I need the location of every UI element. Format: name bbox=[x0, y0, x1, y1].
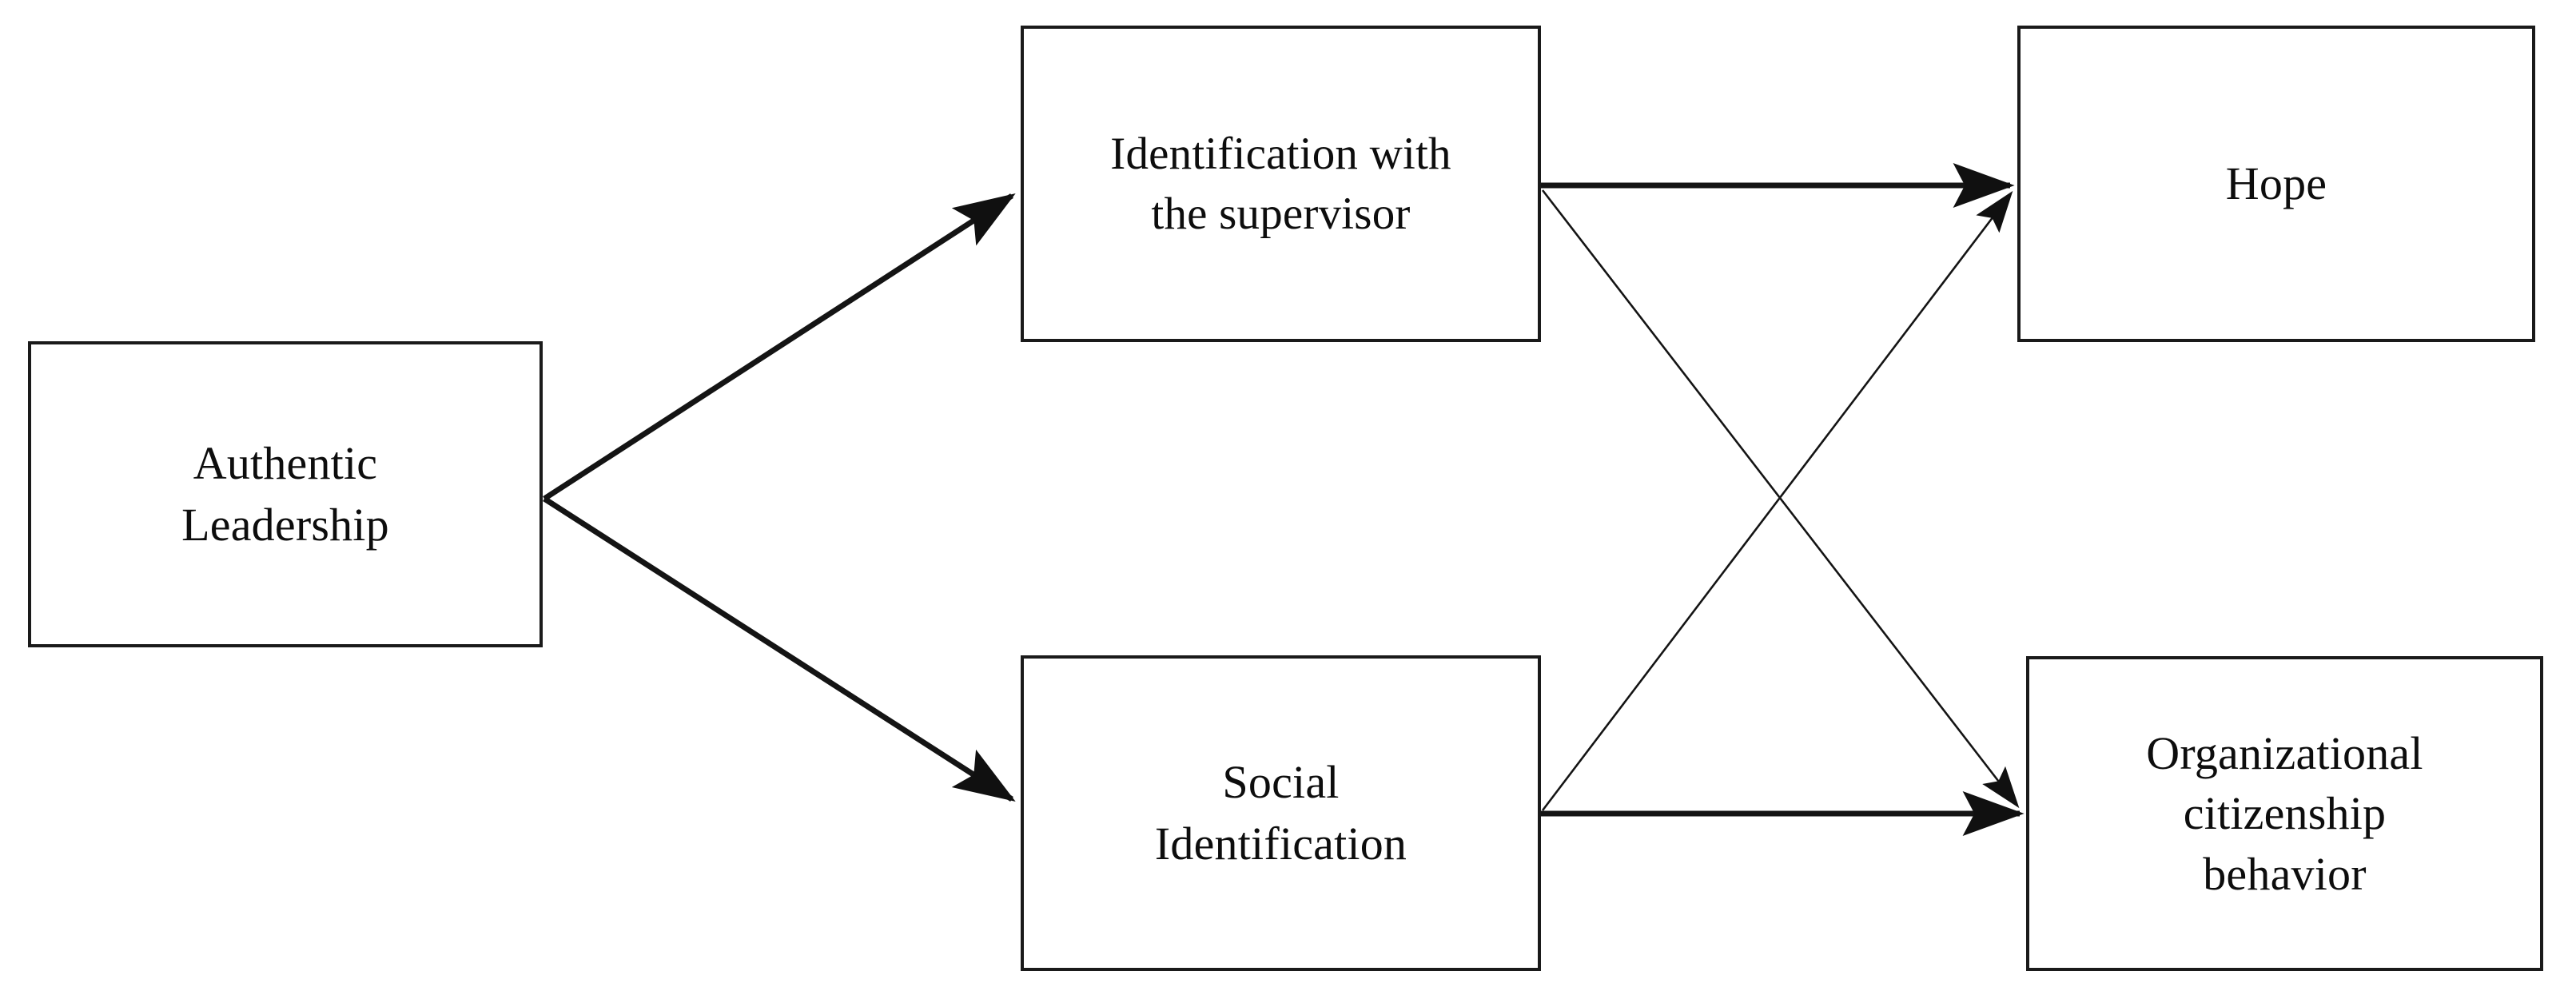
edge-al-to-social-identification bbox=[543, 496, 1016, 802]
node-label-authentic-leadership: Authentic Leadership bbox=[181, 436, 389, 551]
node-label-ocb: Organizational citizenship behavior bbox=[2146, 726, 2423, 900]
node-identification-supervisor: Identification with the supervisor bbox=[1021, 26, 1541, 342]
node-hope: Hope bbox=[2017, 26, 2535, 342]
node-label-identification-supervisor: Identification with the supervisor bbox=[1110, 128, 1451, 239]
node-ocb: Organizational citizenship behavior bbox=[2026, 656, 2543, 971]
node-label-hope: Hope bbox=[2225, 157, 2327, 209]
node-label-social-identification: Social Identification bbox=[1154, 755, 1407, 870]
node-social-identification: Social Identification bbox=[1021, 655, 1541, 971]
edge-social-identification-to-hope bbox=[1541, 190, 2013, 811]
node-authentic-leadership: Authentic Leadership bbox=[28, 341, 543, 647]
edge-al-to-identification-supervisor bbox=[543, 193, 1016, 501]
